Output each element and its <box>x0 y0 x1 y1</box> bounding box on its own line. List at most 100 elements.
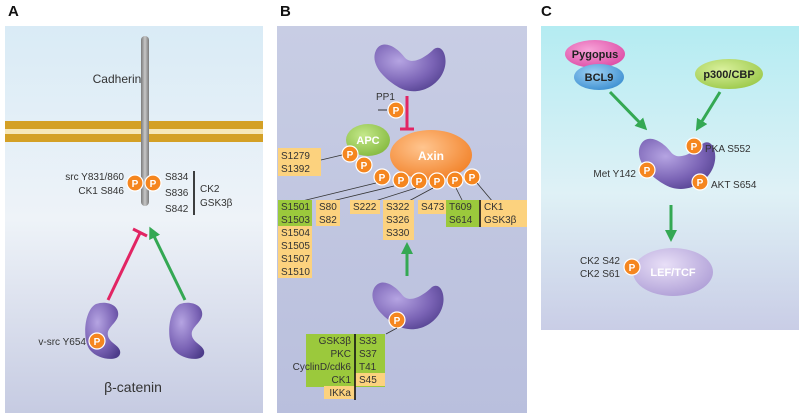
beta-catenin-label: β-catenin <box>104 379 162 395</box>
kinase-ck1-bottom: CK1 <box>332 375 352 386</box>
cadherin-rod <box>141 36 149 206</box>
kinase-gsk3b-axin: GSK3β <box>484 215 517 226</box>
kinase-pkc: PKC <box>330 349 351 360</box>
bottom-kinase-box-green <box>306 334 355 387</box>
phospho-site-cadherin-1: P <box>126 174 144 192</box>
membrane-upper-layer <box>5 121 263 129</box>
site-s842: S842 <box>165 204 189 215</box>
phospho-site-beta-catenin-n: P <box>388 311 406 329</box>
panel-b-letter: B <box>280 3 291 20</box>
apc-site-box <box>278 148 321 176</box>
inhibit-arrow-a <box>106 232 142 301</box>
axin-col6-sites-box <box>446 200 479 227</box>
site-s222: S222 <box>353 202 377 213</box>
panel-b: B PP1 P Axin APC P P S1279 S1392 P P P P… <box>277 3 527 413</box>
panel-a-background <box>5 26 263 413</box>
site-s1505: S1505 <box>281 241 310 252</box>
pp1-label: PP1 <box>376 92 395 103</box>
site-s1279: S1279 <box>281 151 310 162</box>
phospho-site-apc-2: P <box>355 156 373 174</box>
kinase-gsk3b: GSK3β <box>200 198 233 209</box>
arrow-p300-to-beta-catenin <box>695 91 722 132</box>
site-s322: S322 <box>386 202 410 213</box>
site-s1510: S1510 <box>281 267 310 278</box>
axin-col6-kinase-box <box>479 200 527 227</box>
svg-text:P: P <box>347 150 354 161</box>
axin-col4-box <box>383 200 414 240</box>
svg-text:P: P <box>697 178 704 189</box>
svg-text:P: P <box>469 173 476 184</box>
svg-text:P: P <box>94 337 101 348</box>
phospho-site-pka: P <box>685 137 703 155</box>
svg-text:P: P <box>150 179 157 190</box>
site-ck1-s846: CK1 S846 <box>78 186 124 197</box>
svg-text:P: P <box>132 179 139 190</box>
phospho-site-pp1: P <box>387 101 405 119</box>
panel-a-letter: A <box>8 3 19 20</box>
bottom-site-box-yellow <box>355 373 385 386</box>
kinase-cyclind-cdk6: CyclinD/cdk6 <box>293 362 352 373</box>
site-s33: S33 <box>359 336 377 347</box>
site-s473: S473 <box>421 202 445 213</box>
axin-col2-box <box>316 200 340 226</box>
axin-site-connectors <box>297 182 494 203</box>
svg-text:P: P <box>393 106 400 117</box>
svg-text:P: P <box>398 176 405 187</box>
site-s614: S614 <box>449 215 473 226</box>
kinase-ikka: IKKa <box>329 388 351 399</box>
axin-col3-box <box>350 200 380 214</box>
cadherin-label: Cadherin <box>93 72 142 86</box>
site-s836: S836 <box>165 188 189 199</box>
phospho-site-axin-3: P <box>410 172 428 190</box>
site-s45: S45 <box>359 375 377 386</box>
site-s82: S82 <box>319 215 337 226</box>
axin-col1-green <box>278 200 312 226</box>
svg-text:P: P <box>629 263 636 274</box>
phospho-site-axin-5: P <box>446 171 464 189</box>
p300-cbp-node <box>695 59 763 89</box>
phospho-site-lef: P <box>623 258 641 276</box>
bottom-kinase-box-yellow <box>324 386 355 399</box>
panel-c-letter: C <box>541 3 552 20</box>
membrane-lower-layer <box>5 134 263 142</box>
svg-text:P: P <box>434 177 441 188</box>
axin-col5-box <box>418 200 448 214</box>
pygopus-label: Pygopus <box>572 49 618 61</box>
site-met-y142: Met Y142 <box>593 169 636 180</box>
activate-arrow-a <box>149 226 187 301</box>
phospho-site-axin-2: P <box>392 171 410 189</box>
site-s330: S330 <box>386 228 410 239</box>
phospho-site-vsrc: P <box>88 332 106 350</box>
site-akt-s654: AKT S654 <box>711 180 757 191</box>
membrane-core <box>5 129 263 134</box>
site-vsrc-y654: v-src Y654 <box>38 337 86 348</box>
svg-text:P: P <box>379 173 386 184</box>
phospho-site-met: P <box>638 161 656 179</box>
pygopus-node <box>565 40 625 68</box>
phospho-site-apc-1: P <box>341 145 359 163</box>
site-s80: S80 <box>319 202 337 213</box>
beta-catenin-site-connector <box>385 327 398 335</box>
apc-site-connector <box>320 154 343 161</box>
inhibit-bar-a <box>132 227 148 238</box>
lef-tcf-node <box>633 248 713 296</box>
phospho-site-axin-4: P <box>428 172 446 190</box>
arrow-bcl9-to-beta-catenin <box>608 90 648 131</box>
site-pka-s552: PKA S552 <box>705 144 751 155</box>
svg-text:P: P <box>452 176 459 187</box>
site-s1504: S1504 <box>281 228 310 239</box>
svg-text:P: P <box>361 161 368 172</box>
site-t41: T41 <box>359 362 377 373</box>
svg-text:P: P <box>416 177 423 188</box>
site-s1392: S1392 <box>281 164 310 175</box>
apc-label: APC <box>356 135 379 147</box>
site-s1503: S1503 <box>281 215 310 226</box>
site-s326: S326 <box>386 215 410 226</box>
site-t609: T609 <box>449 202 472 213</box>
site-s1507: S1507 <box>281 254 310 265</box>
panel-a: A Cadherin P P src Y831/860 CK1 S846 S83… <box>5 3 263 413</box>
site-s834: S834 <box>165 172 189 183</box>
apc-node <box>346 124 390 156</box>
axin-label: Axin <box>418 149 444 163</box>
svg-text:P: P <box>394 316 401 327</box>
